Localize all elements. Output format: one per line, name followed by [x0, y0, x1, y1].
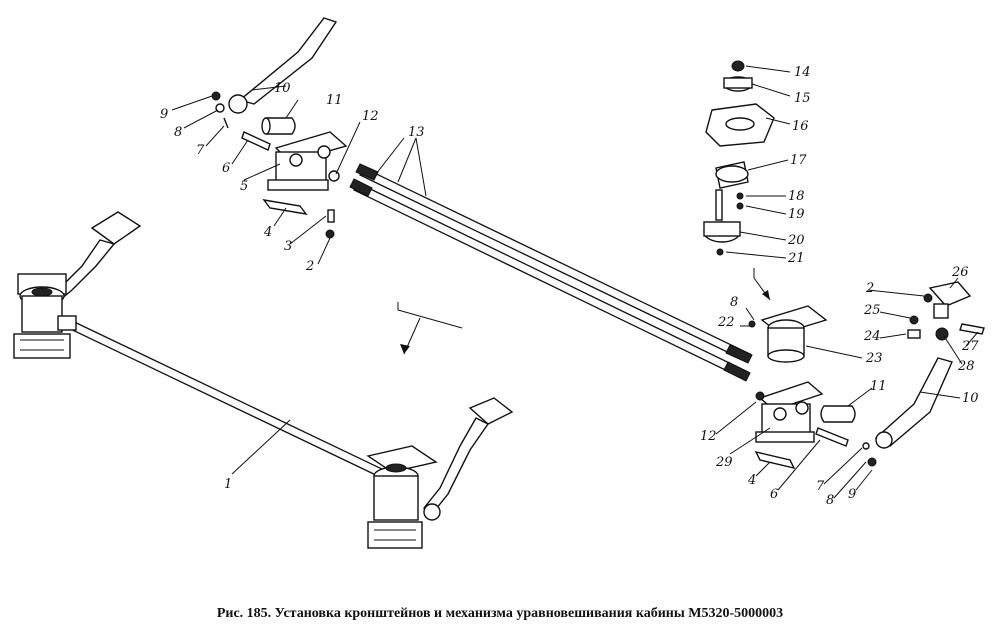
right-side-parts	[754, 281, 985, 470]
label-8-mid: 8	[730, 295, 738, 310]
label-14: 14	[794, 65, 811, 80]
label-5: 5	[240, 179, 248, 194]
label-1: 1	[224, 477, 232, 492]
torsion-bars-13	[349, 163, 753, 382]
label-4-left: 4	[263, 225, 272, 240]
label-27: 27	[961, 339, 979, 354]
label-24: 24	[863, 329, 881, 344]
direction-arrows	[397, 268, 771, 355]
label-6-right: 6	[770, 487, 778, 502]
label-6-left: 6	[222, 161, 230, 176]
label-13: 13	[408, 125, 425, 140]
center-bracket-assembly	[366, 397, 514, 549]
torsion-bar-1	[61, 317, 385, 478]
upper-right-parts	[703, 60, 828, 363]
label-25: 25	[863, 303, 881, 318]
label-11-left: 11	[326, 93, 343, 108]
label-3: 3	[284, 239, 292, 254]
label-20: 20	[787, 233, 805, 248]
label-12-right: 12	[700, 429, 717, 444]
leader-lines	[171, 65, 979, 499]
label-9-left: 9	[160, 107, 168, 122]
label-26: 26	[951, 265, 969, 280]
label-16: 16	[792, 119, 809, 134]
upper-left-parts	[211, 17, 348, 239]
label-21: 21	[787, 251, 805, 266]
label-19: 19	[788, 207, 805, 222]
label-7-left: 7	[196, 143, 205, 158]
label-8-right: 8	[826, 493, 834, 508]
left-bracket-assembly	[13, 211, 142, 359]
label-10-right: 10	[962, 391, 979, 406]
label-18: 18	[788, 189, 805, 204]
figure-caption: Рис. 185. Установка кронштейнов и механи…	[216, 606, 784, 621]
label-2-right: 2	[865, 281, 874, 296]
label-4-right: 4	[747, 473, 756, 488]
label-28: 28	[957, 359, 975, 374]
label-9-right: 9	[848, 487, 856, 502]
label-7-right: 7	[816, 479, 825, 494]
label-29: 29	[715, 455, 733, 470]
label-12-left: 12	[362, 109, 379, 124]
label-11-right: 11	[870, 379, 887, 394]
label-8-left: 8	[174, 125, 182, 140]
part-labels: 1 13 10 11 12 9 8 7 6 5 4 3 2 14 15 16 1…	[160, 65, 979, 508]
label-17: 17	[790, 153, 807, 168]
label-23: 23	[865, 351, 883, 366]
label-22: 22	[717, 315, 735, 330]
label-15: 15	[794, 91, 811, 106]
label-10-left: 10	[274, 81, 291, 96]
label-2-left: 2	[305, 259, 314, 274]
